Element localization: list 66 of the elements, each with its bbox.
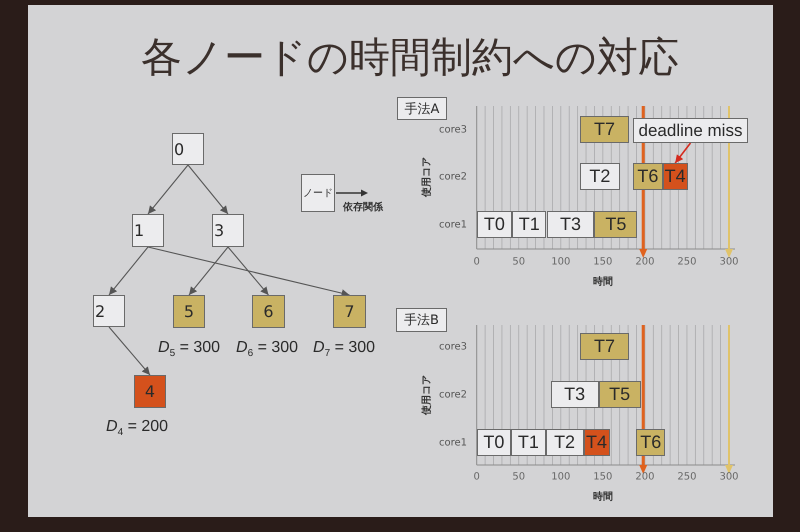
arrow [188,246,228,296]
axis-title: 使用コア [420,374,434,414]
task-bar: T6 [636,429,666,456]
deadline-label: D$_{4}$ = 200 [106,417,168,440]
task-node: 4 [134,375,166,408]
tick-label: 250 [677,256,696,268]
task-node: 1 [132,214,164,247]
axis-title: 使用コア [420,157,434,197]
row-label: core2 [438,388,468,401]
task-bar: T1 [511,429,546,456]
callout-box: deadline miss [633,118,748,143]
task-bar: T5 [594,211,638,238]
tick-label: 300 [719,256,739,268]
arrow [148,246,350,298]
row-label: core3 [438,123,468,136]
legend-label: 依存関係 [343,201,383,214]
task-node: 3 [212,214,244,247]
task-bar: T5 [598,381,641,408]
slide-title: 各ノードの時間制約への対応 [140,32,680,82]
row-label: core1 [438,436,468,449]
tick-label: 50 [512,256,526,268]
tick-label: 0 [474,470,480,484]
task-bar: T4 [584,429,610,456]
row-label: core1 [438,218,468,231]
task-bar: T0 [476,429,512,456]
deadline-label: D$_{6}$ = 300 [236,338,298,362]
tick-label: 0 [474,256,480,268]
arrow [108,326,150,376]
arrow [674,142,692,164]
row-label: core3 [438,340,468,353]
arrow [188,164,228,214]
tick-label: 200 [635,256,654,268]
tick-label: 150 [593,470,612,484]
row-label: core2 [438,170,468,183]
axis-title: 時間 [592,276,613,288]
task-bar: T7 [580,333,629,360]
task-node: 2 [93,295,125,327]
task-node: 7 [333,295,366,328]
task-bar: T0 [476,211,512,238]
task-node: 0 [172,133,204,165]
tick-label: 150 [593,256,612,268]
task-bar: T2 [580,163,620,190]
tick-label: 250 [677,470,696,484]
tick-label: 300 [719,470,739,484]
task-bar: T2 [546,429,584,456]
deadline-label: D$_{5}$ = 300 [158,338,220,362]
tick-label: 200 [635,470,654,484]
task-bar: T1 [512,211,546,238]
task-bar: T7 [580,116,629,143]
tick-label: 100 [551,256,570,268]
task-bar: T4 [662,163,688,190]
legend-node-box: ノード [301,174,335,212]
deadline-label: D$_{7}$ = 300 [313,338,376,362]
arrow [108,246,148,296]
tick-label: 50 [512,470,526,484]
axis-title: 時間 [592,490,613,504]
arrow [148,164,188,214]
task-node: 6 [252,295,285,328]
task-bar: T6 [633,163,663,190]
task-bar: T3 [550,381,599,408]
arrow [228,246,269,296]
task-node: 5 [173,295,205,328]
tick-label: 100 [551,470,570,484]
method-tag: 手法A [397,97,447,120]
method-tag: 手法B [396,308,447,332]
task-bar: T3 [546,211,594,238]
